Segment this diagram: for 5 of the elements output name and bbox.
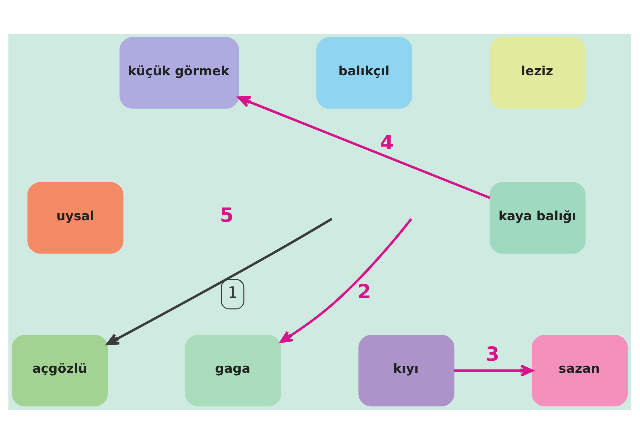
edge-label: 3	[486, 342, 500, 366]
edge-label: 2	[358, 280, 372, 303]
edge-label: 1	[228, 282, 238, 302]
label: 5	[220, 204, 234, 226]
edge-label: 4	[380, 131, 394, 154]
